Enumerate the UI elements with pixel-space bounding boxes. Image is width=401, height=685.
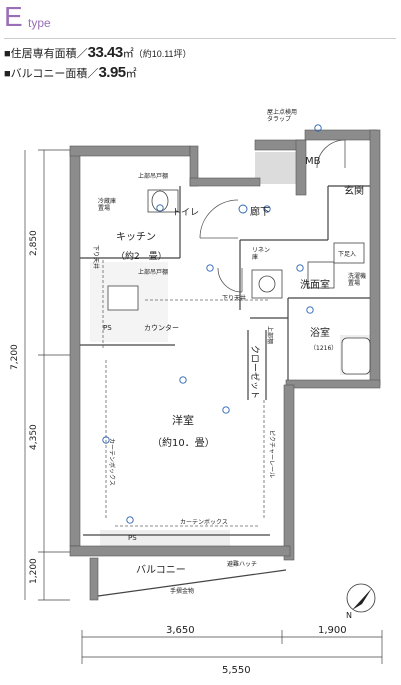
kitchen-label: キッチン [116, 231, 156, 243]
header-divider [4, 38, 396, 39]
picture-rail-label: ピクチャーレール [268, 430, 275, 478]
washing-room-label: 洗面室 [300, 278, 330, 291]
toilet-label: トイレ [172, 208, 199, 218]
bath-tub [341, 337, 371, 375]
balcony-area-value: 3.95 [98, 64, 126, 81]
rooftop-label: 屋上点検用タラップ [267, 108, 297, 123]
western-room-label: 洋室 [172, 413, 194, 427]
linen-label: リネン庫 [252, 247, 270, 261]
counter-label: カウンター [144, 323, 179, 332]
floor-area-tsubo: （約10.11坪） [133, 49, 192, 59]
upper-cabinet-2: 上部吊戸棚 [138, 268, 168, 276]
ceiling-drop-1: 下り天井 [92, 245, 100, 269]
kitchen-sink [107, 285, 139, 311]
floor-area-value: 33.43 [87, 44, 124, 61]
dim-bottom-total: 5,550 [222, 665, 251, 676]
curtain-box-v-label: カーテンボックス [108, 438, 116, 486]
bath-size: （1216） [310, 345, 337, 352]
balcony-area-line: ■バルコニー面積／3.95㎡ [4, 64, 137, 81]
dim-left-top: 2,850 [29, 230, 39, 256]
curtain-box-label: カーテンボックス [180, 518, 228, 526]
dimension-lines [24, 149, 383, 664]
washer-area [307, 261, 335, 289]
dim-left-total: 7,200 [10, 344, 20, 370]
floor-area-unit: ㎡ [122, 48, 134, 60]
walls [69, 129, 381, 601]
ceiling-drop-2: 下り天井 [222, 294, 246, 302]
fixtures [107, 189, 371, 375]
ps1-label: PS [103, 324, 112, 332]
toilet-bowl [151, 190, 169, 212]
kitchen-size: （約2 畳） [116, 250, 167, 262]
dashed-lines [102, 260, 270, 527]
compass-icon: N [346, 583, 376, 620]
dim-left-mid: 4,350 [29, 424, 39, 450]
balcony-area-unit: ㎡ [125, 68, 137, 80]
shoe-box [333, 242, 365, 264]
partitions [80, 185, 370, 597]
upper-cabinet-1: 上部吊戸棚 [138, 172, 168, 180]
type-word: type [28, 16, 51, 30]
balcony-label: バルコニー [136, 564, 186, 576]
bathroom-label: 浴室 [310, 326, 330, 339]
door-swings [199, 139, 346, 293]
dimension-labels: 2,850 7,200 4,350 1,200 3,650 1,900 5,55… [10, 230, 347, 676]
compass-n: N [346, 611, 352, 620]
mb-label: MB [305, 156, 321, 167]
upper-shelf-label: 上部棚 [266, 326, 274, 344]
ps2-label: PS [128, 534, 137, 542]
closet-label: クローゼット [249, 345, 261, 399]
dim-bottom-b: 1,900 [318, 625, 347, 636]
shoe-box-label: 下足入 [338, 251, 356, 258]
washer-label: 洗濯機置場 [348, 272, 366, 287]
balcony-area-label: ■バルコニー面積／ [4, 68, 99, 80]
corridor-label: 廊下 [250, 205, 270, 218]
dim-bottom-a: 3,650 [166, 625, 195, 636]
floor-area-line: ■住居専有面積／33.43㎡（約10.11坪） [4, 44, 192, 61]
western-size: （約10．畳） [152, 436, 215, 449]
fridge-label: 冷蔵庫置場 [98, 197, 116, 212]
railing-label: 手摺金物 [170, 587, 194, 595]
room-labels: 屋上点検用タラップ MB 玄関 下足入 廊下 トイレ キッチン （約2 畳） 洗… [92, 108, 366, 595]
room-fills [72, 148, 372, 558]
evac-hatch-label: 避難ハッチ [227, 560, 257, 568]
plan-header: E type ■住居専有面積／33.43㎡（約10.11坪） ■バルコニー面積／… [0, 0, 401, 90]
type-letter: E [4, 1, 23, 32]
entrance-label: 玄関 [344, 184, 364, 197]
mb-area [255, 152, 300, 184]
floor-area-label: ■住居専有面積／ [4, 48, 88, 60]
electric-points [102, 124, 322, 524]
dim-left-bottom: 1,200 [29, 558, 39, 584]
